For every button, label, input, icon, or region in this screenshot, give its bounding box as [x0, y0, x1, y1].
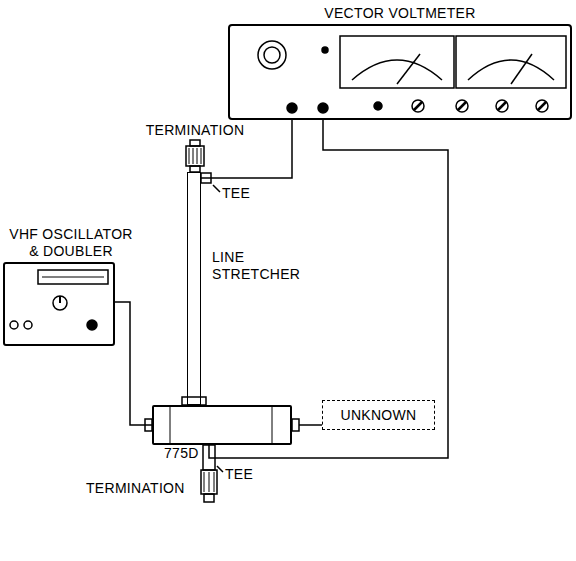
- knob: [496, 100, 508, 112]
- knurl: [201, 148, 202, 164]
- coupler-seam: [170, 405, 171, 445]
- fitting: [182, 397, 206, 405]
- cable: [209, 120, 448, 458]
- input-connector: [318, 103, 328, 113]
- input-connector: [287, 103, 297, 113]
- part-name: UNKNOWN: [341, 407, 417, 424]
- instrument-name: VHF OSCILLATOR & DOUBLER: [5, 226, 137, 260]
- part-label: TERMINATION: [146, 122, 245, 139]
- knurl: [209, 472, 210, 492]
- knob: [536, 100, 548, 112]
- part-label: TERMINATION: [86, 480, 185, 497]
- meter-face: [456, 36, 566, 88]
- line-stretcher-tube: LINE STRETCHER: [187, 172, 201, 405]
- knob-pointer: [538, 102, 546, 110]
- output-connector: [87, 320, 97, 330]
- knurl: [189, 148, 190, 164]
- cable: [115, 302, 152, 425]
- directional-coupler: 775D: [152, 405, 292, 445]
- knob: [264, 47, 280, 63]
- indicator-dot: [322, 47, 328, 53]
- part-label: TEE: [225, 466, 253, 483]
- knob-pointer: [498, 102, 506, 110]
- knob-pointer: [458, 102, 466, 110]
- meter-needle: [511, 54, 532, 84]
- leader-line: [217, 466, 223, 472]
- coupler-port: [292, 419, 299, 431]
- termination-cap: [204, 494, 214, 502]
- knob: [412, 100, 424, 112]
- jack: [10, 321, 18, 329]
- knob-pointer: [414, 102, 422, 110]
- unknown-placeholder: UNKNOWN: [322, 400, 435, 430]
- termination-body: [201, 470, 217, 494]
- meter-scale: [468, 60, 554, 80]
- jack: [24, 321, 32, 329]
- part-number: 775D: [164, 445, 199, 462]
- coupler-seam: [272, 405, 273, 445]
- instrument-box: VHF OSCILLATOR & DOUBLER: [3, 262, 115, 346]
- leader-line: [213, 185, 220, 192]
- dial-window: [38, 270, 108, 284]
- meter-needle: [397, 54, 420, 84]
- knob-pointer: [59, 296, 61, 303]
- termination-body: [186, 146, 204, 166]
- part-name: LINE STRETCHER: [212, 249, 304, 283]
- instrument-name: VECTOR VOLTMETER: [324, 5, 475, 22]
- cable: [299, 424, 322, 426]
- dial-scale: [42, 277, 104, 278]
- indicator-dot: [374, 102, 382, 110]
- meter-face: [340, 36, 454, 88]
- instrument-box: VECTOR VOLTMETER: [228, 24, 572, 120]
- meter-scale: [352, 60, 442, 80]
- knurl: [193, 148, 194, 164]
- knob: [456, 100, 468, 112]
- knurl: [214, 472, 215, 492]
- termination-cap: [190, 140, 200, 146]
- knurl: [204, 472, 205, 492]
- knob: [258, 41, 286, 69]
- part-label: TEE: [222, 185, 250, 202]
- knurl: [197, 148, 198, 164]
- knob: [53, 296, 67, 310]
